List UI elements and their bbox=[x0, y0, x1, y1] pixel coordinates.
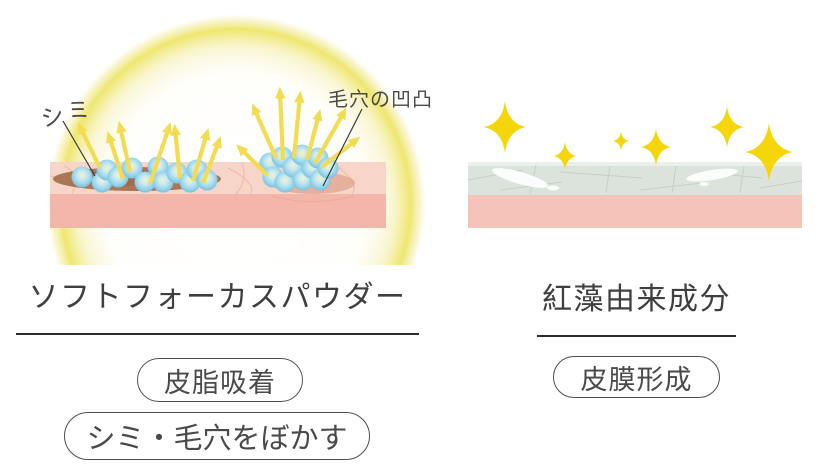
powder-particle bbox=[71, 166, 93, 188]
light-scatter-arrow bbox=[313, 107, 347, 165]
sparkle-icon bbox=[710, 106, 744, 148]
light-scatter-arrow bbox=[116, 120, 133, 173]
sparkle-icon bbox=[641, 128, 671, 166]
light-scatter-arrows bbox=[77, 86, 361, 185]
powder-particles bbox=[71, 144, 339, 193]
light-scatter-arrow bbox=[190, 128, 211, 182]
powder-particle bbox=[317, 157, 339, 179]
light-scatter-arrow bbox=[304, 108, 323, 161]
sparkle-icons bbox=[483, 101, 793, 182]
film-texture-lines bbox=[467, 164, 803, 195]
light-scatter-arrow bbox=[170, 123, 183, 179]
badge-film-formation: 皮膜形成 bbox=[553, 356, 720, 398]
film-gloss-highlights bbox=[492, 168, 738, 191]
illustration-svg bbox=[46, 14, 803, 265]
leader-line bbox=[62, 120, 96, 177]
sparkle-icon bbox=[553, 141, 577, 171]
label-leader-lines bbox=[62, 108, 363, 187]
light-scatter-arrow bbox=[291, 90, 305, 159]
light-scatter-arrow bbox=[201, 136, 222, 184]
left-section-title: ソフトフォーカスパウダー bbox=[16, 281, 419, 335]
light-scatter-arrow bbox=[251, 103, 278, 159]
badge-blur-spots-pores: シミ・毛穴をぼかす bbox=[64, 412, 370, 460]
badge-sebum-absorption: 皮脂吸着 bbox=[137, 358, 303, 402]
right-section-title: 紅藻由来成分 bbox=[537, 283, 736, 337]
light-scatter-arrow bbox=[275, 86, 286, 161]
light-scatter-arrow bbox=[77, 122, 102, 169]
leader-line bbox=[322, 108, 363, 187]
powder-particle bbox=[196, 169, 218, 191]
light-scatter-arrow bbox=[106, 131, 125, 180]
sparkle-icon bbox=[745, 122, 793, 182]
annotation-pore-label: 毛穴の凹凸 bbox=[328, 89, 433, 111]
light-scatter-arrow bbox=[148, 122, 172, 185]
sparkle-icon bbox=[613, 131, 629, 151]
light-scatter-arrow bbox=[236, 144, 269, 177]
sparkle-icon bbox=[483, 101, 527, 153]
skin-cross-section-right bbox=[467, 162, 803, 228]
